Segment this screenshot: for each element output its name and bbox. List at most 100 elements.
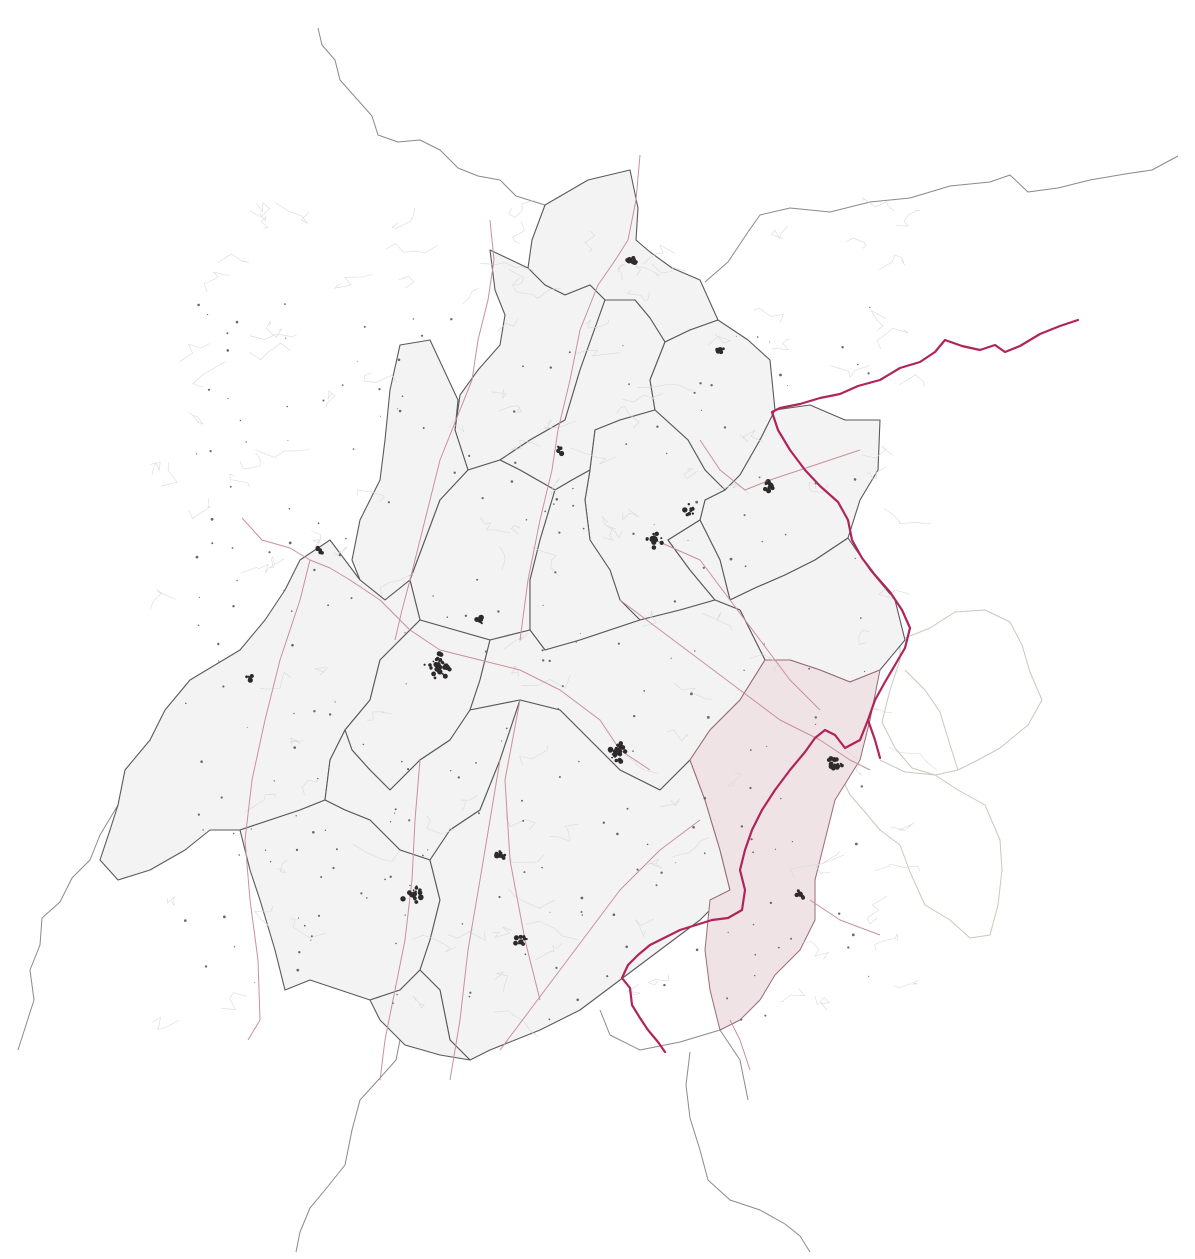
settlement-dot [518,934,523,939]
settlement-dot [437,668,442,673]
hamlet-dot [523,871,526,874]
hamlet-dot [210,517,214,521]
terrain-line [254,906,273,928]
neighbor-boundary-east [881,609,1043,776]
terrain-line [753,307,784,324]
hamlet-dot [815,723,817,726]
hamlet-dot [522,365,524,368]
terrain-line [622,393,664,403]
hamlet-dot [860,785,863,788]
hamlet-dot [324,829,327,831]
terrain-line [651,263,686,274]
hamlet-dot [628,383,630,386]
terrain-line [255,449,310,458]
settlement-dot [652,532,655,536]
hamlet-dot [366,897,368,899]
terrain-line [866,895,887,925]
hamlet-dot [575,641,577,643]
terrain-line [879,254,905,270]
terrain-line [584,229,596,252]
hamlet-dot [246,727,248,728]
hamlet-dot [285,337,287,339]
settlement-dot [715,347,720,352]
hamlet-dot [580,911,583,913]
terrain-line [617,263,625,281]
hamlet-dot [200,760,203,763]
hamlet-dot [653,524,655,526]
terrain-line [898,373,925,387]
hamlet-dot [239,419,242,422]
settlement-dot [660,537,663,540]
settlement-dot [418,890,423,895]
settlement-dot [429,666,433,670]
hamlet-dot [501,740,503,742]
hamlet-dot [250,828,252,830]
hamlet-dot [236,579,238,582]
hamlet-dot [612,913,616,916]
hamlet-dot [268,551,271,554]
terrain-line [203,271,230,293]
settlement-dot [247,677,253,683]
settlement-dot [436,663,440,667]
settlement-dot [682,507,688,513]
hamlet-dot [468,454,471,457]
hamlet-dot [362,743,365,746]
settlement-dot [833,764,838,769]
hamlet-dot [195,555,199,559]
hamlet-dot [387,501,390,504]
terrain-line [574,349,621,357]
hamlet-dot [432,595,434,597]
terrain-line [814,996,830,1011]
settlement-dot [611,753,614,756]
hamlet-dot [636,868,639,871]
outer-boundary-west [17,804,119,1051]
hamlet-dot [660,871,663,874]
hamlet-dot [853,478,857,481]
terrain-line [647,974,669,986]
terrain-line [626,289,651,301]
hamlet-dot [617,642,621,645]
terrain-line [844,748,862,776]
settlement-dot [478,620,482,623]
hamlet-dot [847,946,850,949]
settlement-dot [654,538,658,542]
terrain-line [462,288,479,305]
hamlet-dot [218,660,220,662]
hamlet-dot [226,349,230,352]
hamlet-dot [548,1018,551,1021]
hamlet-dot [857,363,859,366]
terrain-line [510,439,541,450]
hamlet-dot [295,848,299,852]
hamlet-dot [284,303,286,305]
hamlet-dot [854,842,858,846]
settlement-dot [428,663,432,667]
hamlet-dot [196,453,198,455]
neighbor-boundary-southeast [841,759,1003,939]
hamlet-dot [769,341,770,343]
hamlet-dot [378,388,381,391]
hamlet-dot [197,624,200,627]
terrain-line [248,342,291,361]
terrain-line [626,983,641,996]
terrain-line [412,934,457,953]
hamlet-dot [245,441,247,443]
hamlet-dot [464,614,468,617]
settlement-dot [614,758,619,763]
hamlet-dot [643,690,646,692]
hamlet-dot [851,933,855,937]
settlement-dot [837,764,841,768]
settlement-dot [431,671,436,677]
outer-boundaries [17,27,1179,1253]
terrain-line [275,202,310,224]
hamlet-dot [297,917,300,919]
terrain-line [858,629,870,645]
terrain-line [508,888,556,909]
hamlet-dot [427,849,429,851]
settlement-dot [494,853,500,859]
settlement-dot [513,940,518,946]
settlement-dot [767,485,771,490]
terrain-line [448,418,465,433]
hamlet-dot [703,796,707,800]
hamlet-dot [726,997,729,1000]
